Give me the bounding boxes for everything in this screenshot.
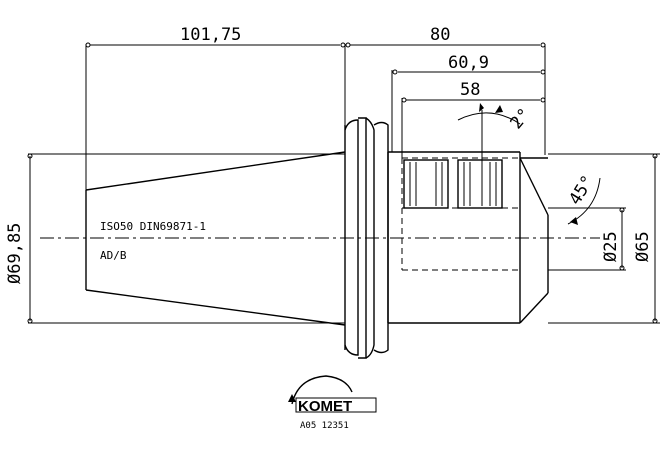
chamfer-45-mark	[567, 177, 601, 225]
dim-length-total: 80	[430, 25, 450, 45]
dimension-lines-top	[85, 42, 546, 190]
note-form: AD/B	[100, 249, 127, 262]
taper-shank	[28, 151, 346, 326]
note-standard: ISO50 DIN69871-1	[100, 220, 206, 233]
part-number: A05 12351	[300, 421, 349, 431]
thread-detail	[403, 120, 503, 209]
dim-lines-right	[548, 153, 660, 324]
dim-angle-chamfer: 45°	[565, 172, 598, 209]
dim-length-taper: 101,75	[180, 25, 241, 45]
komet-logo	[288, 375, 377, 413]
dim-angle-taper: 2°	[507, 105, 535, 134]
dim-line-flange-dia	[27, 153, 33, 324]
dim-length-bore: 58	[460, 80, 480, 100]
angle-2deg-mark	[457, 103, 521, 150]
tool-body	[388, 151, 549, 324]
flange	[344, 117, 389, 359]
dim-dia-body: Ø65	[633, 231, 653, 262]
dim-dia-flange: Ø69,85	[5, 223, 25, 284]
logo-brand: KOMET	[298, 398, 352, 415]
logo-swoosh-icon	[291, 375, 353, 405]
dim-length-mid: 60,9	[448, 53, 489, 73]
dim-dia-bore: Ø25	[601, 231, 621, 262]
bore-hidden-lines	[401, 157, 520, 271]
